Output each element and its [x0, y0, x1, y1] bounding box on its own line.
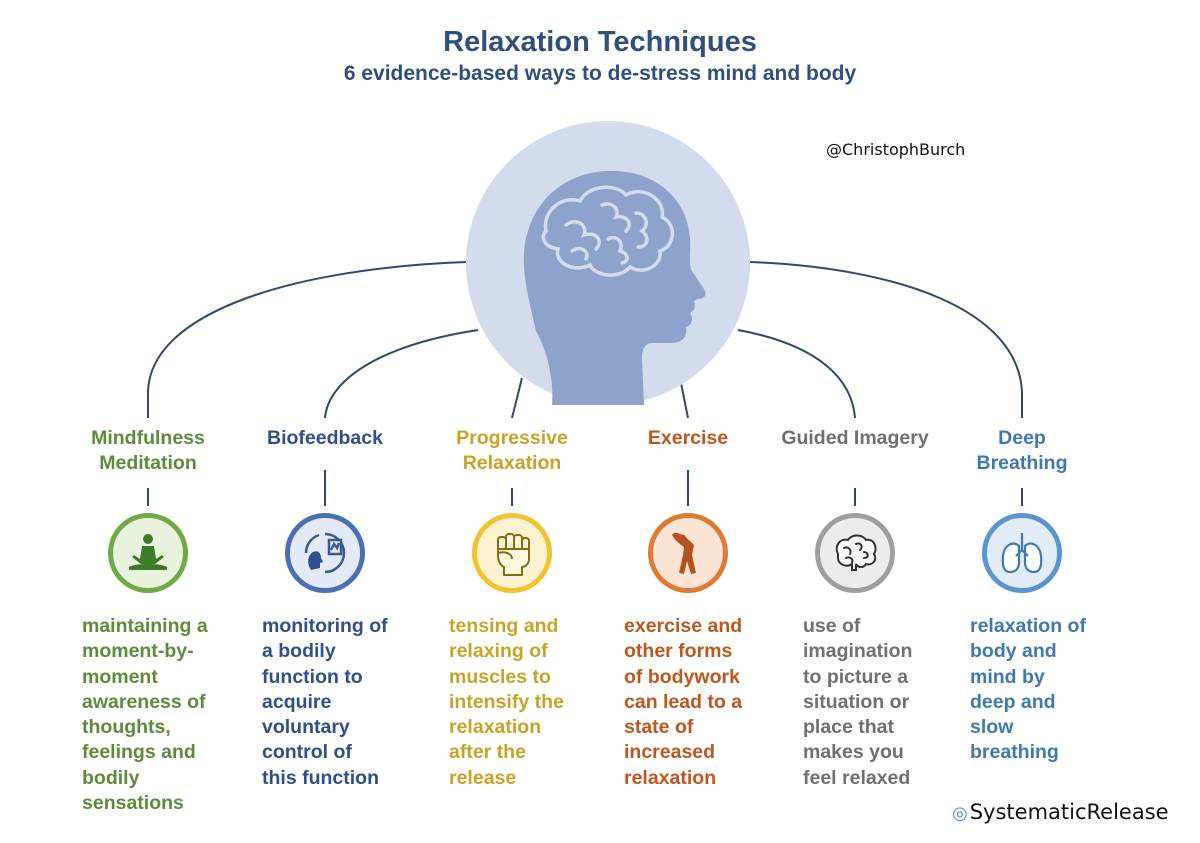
connector-progressive [511, 377, 523, 419]
title-biofeedback: Biofeedback [267, 427, 383, 449]
connector-deep [749, 261, 1023, 418]
desc-exercise: exercise and other forms of bodywork can… [624, 615, 743, 789]
fist-icon [497, 533, 530, 576]
title-mindfulness-meditation: Mindfulness Meditation [91, 427, 205, 474]
title-exercise: Exercise [647, 427, 729, 449]
meditation-icon [129, 534, 167, 570]
connector-exercise [679, 377, 689, 419]
title-guided-imagery: Guided Imagery [781, 427, 929, 449]
exercise-circle [648, 513, 728, 593]
lungs-circle [982, 513, 1062, 593]
page-title: Relaxation Techniques [443, 26, 757, 58]
author-handle: @ChristophBurch [826, 140, 966, 159]
brain-icon [835, 534, 877, 571]
head-silhouette-icon [523, 170, 706, 405]
brain-folds-icon [541, 185, 674, 277]
lungs-icon [1001, 533, 1043, 574]
connector-guided [737, 329, 856, 419]
desc-deep-breathing: relaxation of body and mind by deep and … [970, 615, 1086, 764]
brand-name: SystematicRelease [969, 800, 1169, 824]
connector-mindfulness [147, 261, 467, 418]
exercise-icon [672, 532, 696, 574]
title-deep-breathing: Deep Breathing [976, 427, 1068, 474]
biofeedback-icon [304, 532, 346, 574]
central-head-graphic [466, 121, 750, 405]
brain-circle [815, 513, 895, 593]
desc-guided-imagery: use of imagination to picture a situatio… [803, 615, 913, 789]
title-progressive-relaxation: Progressive Relaxation [456, 427, 568, 474]
desc-biofeedback: monitoring of a bodily function to acqui… [262, 615, 388, 789]
desc-mindfulness-meditation: maintaining a moment-by- moment awarenes… [82, 615, 208, 815]
spiral-icon: ◎ [952, 803, 968, 824]
desc-progressive-relaxation: tensing and relaxing of muscles to inten… [449, 615, 564, 789]
page-subtitle: 6 evidence-based ways to de-stress mind … [343, 62, 857, 85]
biofeedback-circle [285, 513, 365, 593]
meditation-circle [108, 513, 188, 593]
connector-biofeedback [324, 329, 479, 419]
brand-credit: ◎SystematicRelease [952, 800, 1169, 824]
fist-circle [472, 513, 552, 593]
